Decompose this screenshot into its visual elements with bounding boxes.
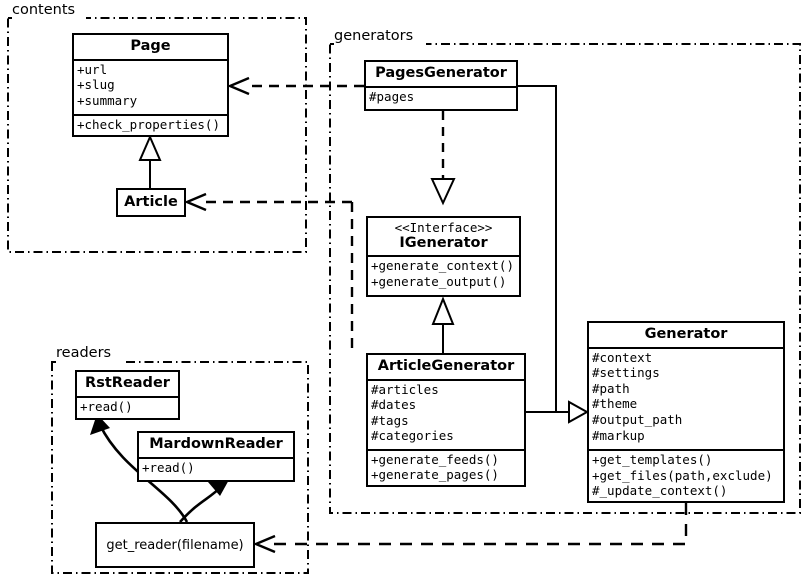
class-operations-igenerator: +generate_context() +generate_output() — [368, 255, 519, 295]
attribute-categories: #categories — [371, 428, 454, 444]
class-attributes-page: +url +slug +summary — [74, 58, 227, 115]
class-title-articlegenerator: ArticleGenerator — [377, 358, 515, 374]
class-box-rstreader[interactable]: RstReader +read() — [75, 370, 180, 420]
generalization-to-generator — [518, 85, 590, 424]
class-attributes-articlegenerator: #articles #dates #tags #categories — [368, 378, 524, 449]
class-operations-mardownreader: +read() — [139, 456, 293, 480]
class-box-mardownreader[interactable]: MardownReader +read() — [137, 431, 295, 482]
attribute-tags: #tags — [371, 412, 409, 428]
class-title-rstreader: RstReader — [85, 375, 170, 391]
class-title-igenerator: IGenerator — [399, 234, 488, 251]
dependency-articlegenerator-to-article — [183, 192, 354, 353]
operation-check-properties: +check_properties() — [77, 117, 220, 133]
package-label-generators: generators — [334, 28, 414, 44]
class-box-article[interactable]: Article — [116, 188, 186, 217]
create-getreader-to-mardownreader — [179, 478, 230, 523]
operation-generate-pages: +generate_pages() — [371, 467, 499, 483]
attribute-articles: #articles — [371, 381, 439, 397]
operation-get-files: +get_files(path,exclude) — [592, 467, 773, 483]
class-operations-page: +check_properties() — [74, 114, 227, 135]
attribute-output-path: #output_path — [592, 412, 683, 428]
operation-generate-context: +generate_context() — [371, 258, 514, 274]
class-box-generator[interactable]: Generator #context #settings #path #them… — [587, 321, 785, 503]
generalization-article-to-page — [138, 134, 162, 188]
function-box-get-reader[interactable]: get_reader(filename) — [95, 522, 255, 568]
class-attributes-pagesgenerator: #pages — [366, 85, 516, 109]
attribute-markup: #markup — [592, 427, 645, 443]
operation-read-rst: +read() — [80, 398, 133, 414]
attribute-theme: #theme — [592, 396, 638, 412]
attribute-url: +url — [77, 61, 108, 77]
function-label-get-reader: get_reader(filename) — [106, 537, 244, 553]
attribute-settings: #settings — [592, 365, 660, 381]
class-box-articlegenerator[interactable]: ArticleGenerator #articles #dates #tags … — [366, 353, 526, 487]
class-title-generator: Generator — [644, 326, 728, 342]
generalization-articlegenerator-to-igenerator — [431, 296, 455, 353]
attribute-dates: #dates — [371, 397, 417, 413]
class-box-pagesgenerator[interactable]: PagesGenerator #pages — [364, 60, 518, 111]
class-title-mardownreader: MardownReader — [149, 436, 283, 452]
package-label-contents: contents — [12, 2, 76, 18]
class-title-pagesgenerator: PagesGenerator — [375, 65, 507, 81]
package-label-readers: readers — [56, 345, 112, 361]
dependency-generator-to-getreader — [252, 503, 688, 554]
class-box-igenerator[interactable]: <<Interface>> IGenerator +generate_conte… — [366, 216, 521, 297]
class-attributes-generator: #context #settings #path #theme #output_… — [589, 346, 783, 450]
operation-generate-feeds: +generate_feeds() — [371, 451, 499, 467]
class-operations-rstreader: +read() — [77, 395, 178, 418]
class-title-page: Page — [130, 38, 171, 54]
dependency-pagesgenerator-to-page — [226, 76, 364, 96]
class-stereotype-igenerator: <<Interface>> — [394, 220, 493, 235]
attribute-context: #context — [592, 349, 653, 365]
operation-read-markdown: +read() — [142, 459, 195, 475]
attribute-path: #path — [592, 380, 630, 396]
attribute-pages: #pages — [369, 88, 415, 104]
class-operations-articlegenerator: +generate_feeds() +generate_pages() — [368, 448, 524, 485]
class-header-igenerator: <<Interface>> IGenerator — [368, 218, 519, 255]
operation-update-context: #_update_context() — [592, 483, 728, 499]
attribute-summary: +summary — [77, 92, 138, 108]
operation-get-templates: +get_templates() — [592, 452, 713, 468]
class-operations-generator: +get_templates() +get_files(path,exclude… — [589, 449, 783, 501]
operation-generate-output: +generate_output() — [371, 274, 507, 290]
class-box-page[interactable]: Page +url +slug +summary +check_properti… — [72, 33, 229, 137]
realization-pagesgenerator-to-igenerator — [430, 111, 456, 206]
attribute-slug: +slug — [77, 77, 115, 93]
class-title-article: Article — [124, 194, 178, 211]
